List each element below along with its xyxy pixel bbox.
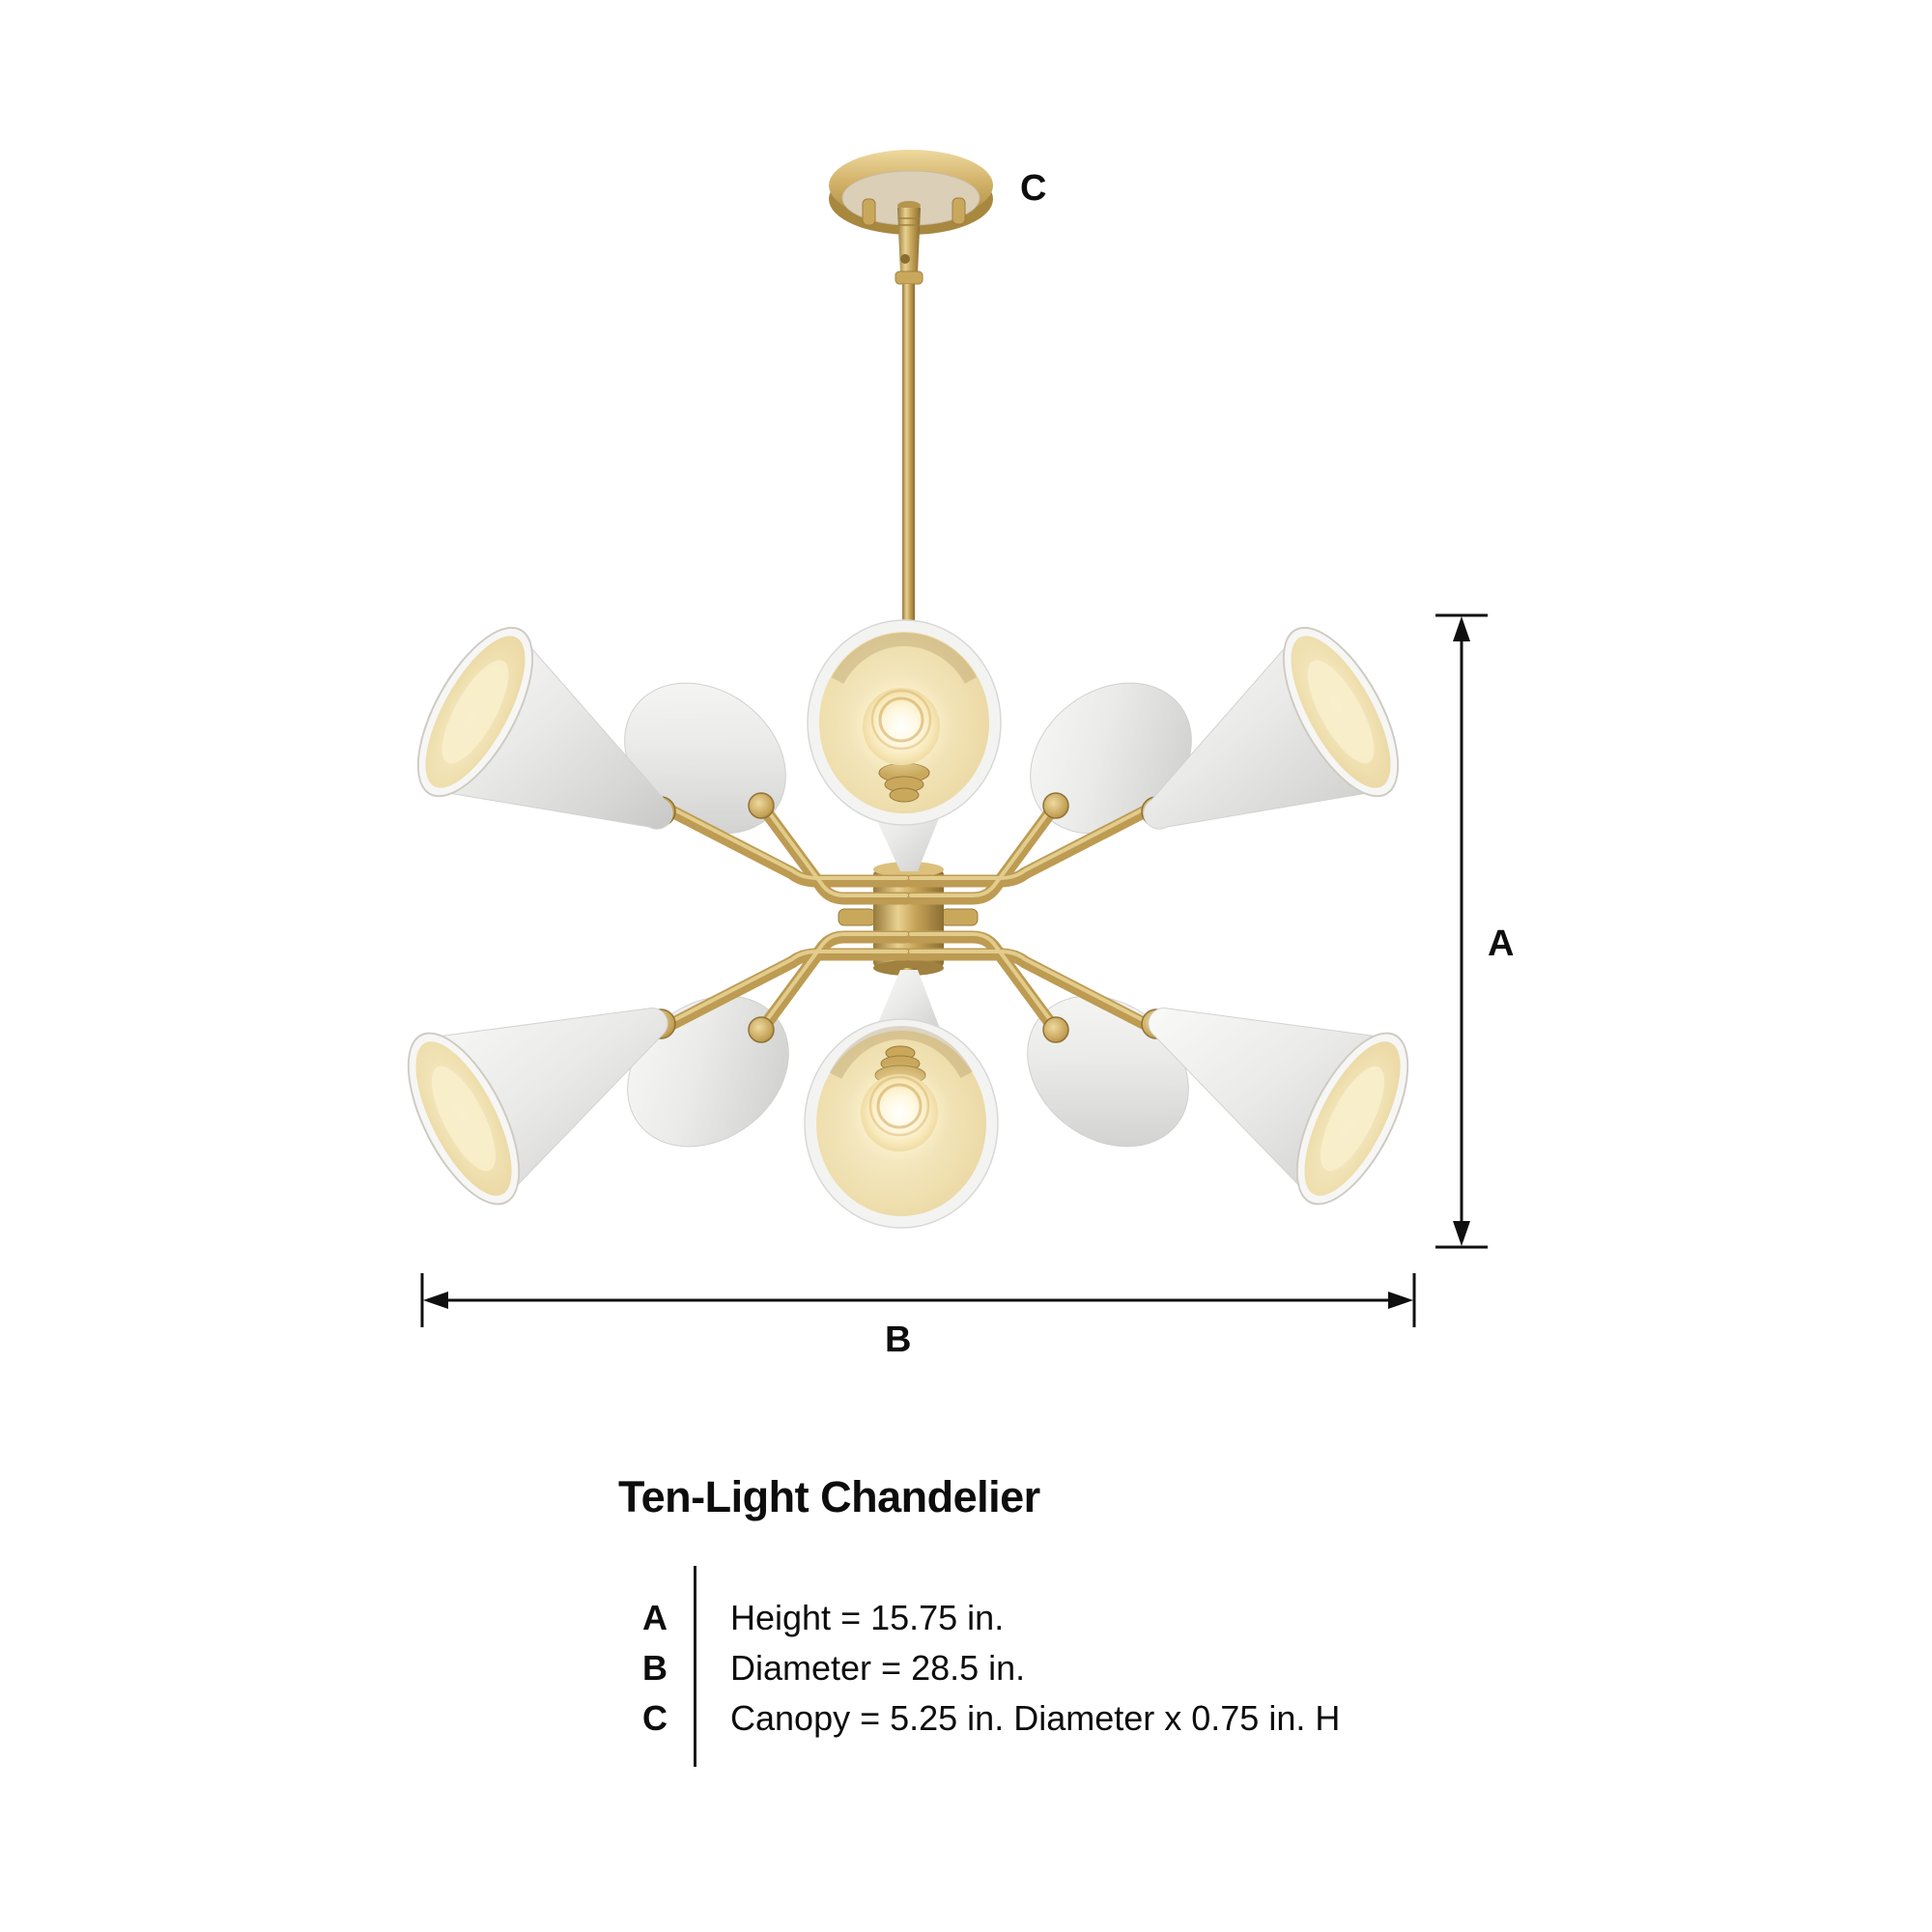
shade-cone-upper-right	[1143, 626, 1400, 830]
spec-key-c: C	[642, 1698, 668, 1738]
dimension-line-b	[420, 1273, 1416, 1327]
bulb-bottom	[861, 1074, 938, 1151]
shade-cone-lower-right	[1148, 1008, 1409, 1206]
dim-label-b: B	[885, 1320, 912, 1360]
bulb-top	[863, 688, 940, 765]
dim-label-c: C	[1020, 168, 1047, 209]
spec-row-canopy: C Canopy = 5.25 in. Diameter x 0.75 in. …	[618, 1693, 1340, 1744]
chandelier-arms	[658, 801, 1159, 1035]
dimension-line-a	[1435, 613, 1488, 1249]
spec-divider	[694, 1566, 696, 1767]
shade-center-top	[807, 619, 1002, 871]
spec-value-height: Height = 15.75 in.	[730, 1598, 1005, 1637]
spec-key-a: A	[642, 1598, 668, 1637]
spec-table: A Height = 15.75 in. B Diameter = 28.5 i…	[618, 1593, 1340, 1744]
dim-label-a: A	[1488, 923, 1515, 964]
spec-row-diameter: B Diameter = 28.5 in.	[618, 1643, 1340, 1693]
spec-value-diameter: Diameter = 28.5 in.	[730, 1648, 1026, 1688]
shade-cone-lower-left	[407, 1008, 668, 1206]
spec-row-height: A Height = 15.75 in.	[618, 1593, 1340, 1643]
canopy	[829, 150, 993, 235]
product-title: Ten-Light Chandelier	[618, 1472, 1040, 1521]
spec-key-b: B	[642, 1648, 668, 1688]
shade-center-bottom	[804, 970, 999, 1229]
shade-cone-upper-left	[416, 626, 673, 830]
spec-value-canopy: Canopy = 5.25 in. Diameter x 0.75 in. H	[730, 1698, 1341, 1738]
